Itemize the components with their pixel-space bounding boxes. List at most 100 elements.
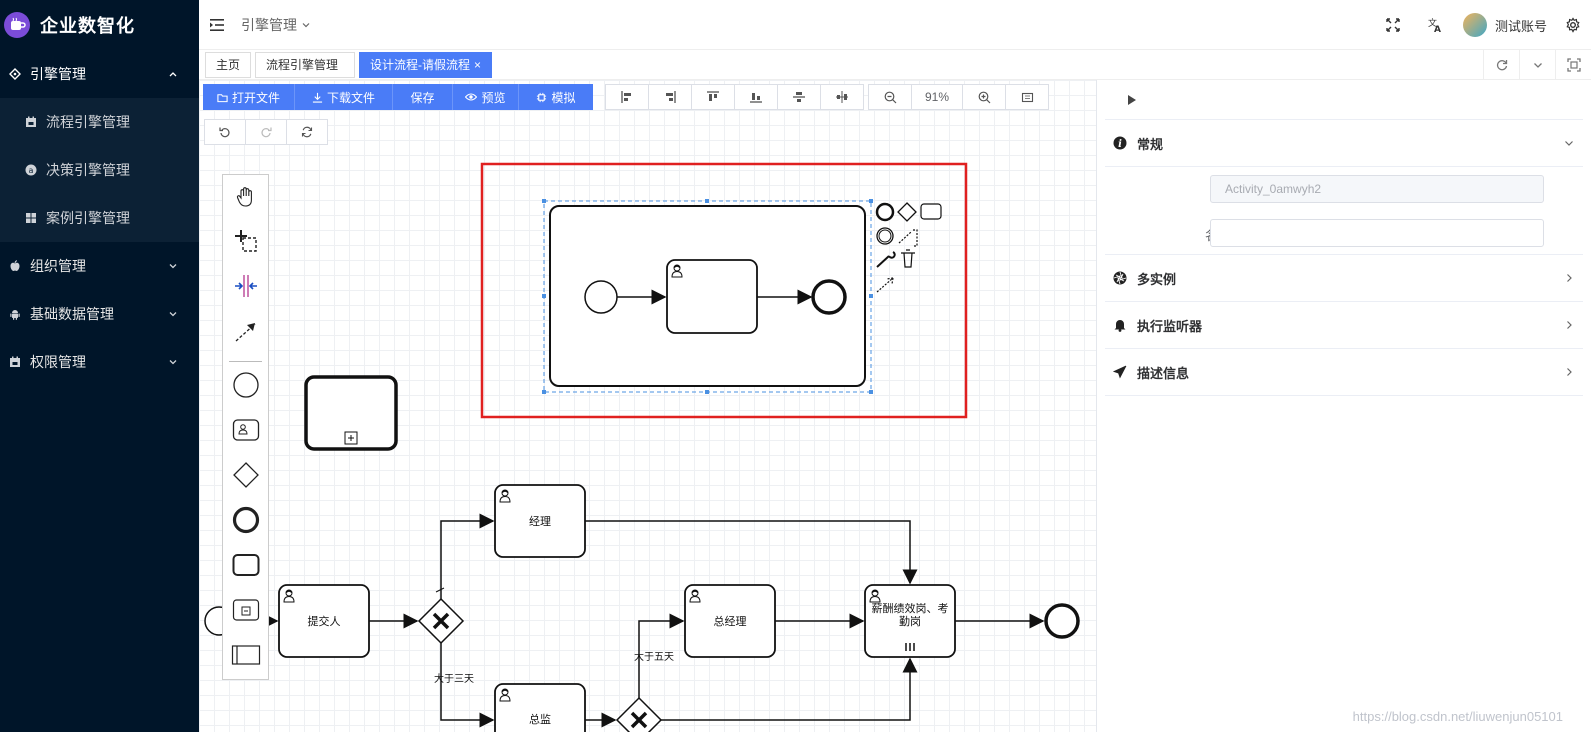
align-bottom-icon[interactable] [734,84,778,110]
username[interactable]: 测试账号 [1494,18,1547,34]
append-gateway-icon[interactable] [897,202,917,222]
collapse-menu-icon[interactable] [209,17,225,33]
bpmn-canvas[interactable]: 打开文件 下载文件 保存 预览 模拟 91% [199,80,1096,732]
save-button[interactable]: 保存 [393,84,453,110]
preview-button[interactable]: 预览 [453,84,519,110]
calendar-icon [8,355,22,369]
zoom-toolbar: 91% [868,84,1049,110]
form-row-name: 名称 [1105,211,1583,255]
open-file-label: 打开文件 [231,90,280,105]
section-description[interactable]: 描述信息 [1105,349,1583,396]
hand-tool-icon[interactable] [223,177,268,217]
flow-label: 大于五天 [634,650,674,663]
caret-right-icon[interactable] [1127,94,1137,106]
form-row-id: ID [1105,167,1583,211]
fullscreen-icon[interactable] [1375,7,1411,43]
end-event-icon[interactable] [223,500,268,540]
global-connect-icon[interactable] [223,311,268,351]
gateway-icon[interactable] [223,455,268,495]
chevron-down-icon[interactable] [1519,50,1555,80]
avatar[interactable] [1462,13,1487,37]
chevron-down-icon [169,312,177,317]
sidebar-item-label: 决策引擎管理 [46,162,130,178]
panel-toggle[interactable] [1105,80,1583,120]
start-event-icon[interactable] [223,365,268,405]
end-event[interactable] [811,279,847,315]
preview-label: 预览 [481,90,506,105]
tab-home[interactable]: 主页 [205,52,252,78]
fit-viewport-icon[interactable] [1005,84,1049,110]
append-end-event-icon[interactable] [875,202,895,222]
palette-divider [229,361,262,362]
history-toolbar [204,119,328,145]
sidebar-item-decision-engine[interactable]: a 决策引擎管理 [0,146,199,194]
task-hr-label-box: 薪酬绩效岗、考勤岗 [871,603,949,628]
pool-icon[interactable] [223,635,268,675]
section-general[interactable]: i 常规 [1105,120,1583,167]
chip-icon [537,92,547,102]
open-file-button[interactable]: 打开文件 [203,84,295,110]
start-event[interactable] [584,280,618,314]
connect-icon[interactable] [876,277,894,293]
align-center-icon[interactable] [820,84,864,110]
circle-badge-icon: a [24,163,38,177]
annotation-icon[interactable] [898,229,918,247]
tab-label: 设计流程-请假流程 [370,58,470,72]
task-label: 总经理 [714,614,747,628]
sidebar-item-base-data[interactable]: 基础数据管理 [0,290,199,338]
id-field[interactable] [1210,175,1544,203]
simulate-label: 模拟 [551,90,576,105]
lasso-tool-icon[interactable] [223,221,268,261]
maximize-icon[interactable] [1555,50,1591,80]
user-task[interactable] [666,259,758,334]
wrench-icon[interactable] [876,251,896,268]
task-label: 薪酬绩效岗、考勤岗 [871,603,949,628]
task-icon[interactable] [223,545,268,585]
download-file-button[interactable]: 下载文件 [295,84,393,110]
context-pad[interactable] [875,202,942,293]
space-tool-icon[interactable] [223,266,268,306]
exclusive-gateway[interactable] [615,696,663,732]
sidebar-item-label: 引擎管理 [30,66,86,82]
reset-icon[interactable] [286,119,328,145]
tab-process-engine[interactable]: 流程引擎管理 [255,52,355,78]
collapsed-subprocess[interactable] [304,375,398,451]
align-left-icon[interactable] [605,84,649,110]
chevron-right-icon [1567,274,1572,282]
properties-panel: i 常规 ID 名称 多实例 执行监听器 描述信息 [1096,80,1591,732]
save-label: 保存 [410,90,435,105]
zoom-out-icon[interactable] [868,84,912,110]
android-icon [8,307,22,321]
sidebar-item-organization[interactable]: 组织管理 [0,242,199,290]
section-listener[interactable]: 执行监听器 [1105,302,1583,349]
align-top-icon[interactable] [691,84,735,110]
trash-icon[interactable] [901,249,915,268]
user-task-icon[interactable] [223,410,268,450]
chevron-down-icon [169,264,177,269]
sidebar-item-case-engine[interactable]: 案例引擎管理 [0,194,199,242]
section-multi-instance[interactable]: 多实例 [1105,255,1583,302]
subprocess-icon[interactable] [223,590,268,630]
align-toolbar [605,84,864,110]
send-icon [1113,365,1127,379]
end-event[interactable] [1044,603,1080,639]
tab-design-process[interactable]: 设计流程-请假流程 × [359,52,493,78]
sidebar-item-permissions[interactable]: 权限管理 [0,338,199,386]
section-title: 常规 [1137,136,1164,152]
simulate-button[interactable]: 模拟 [519,84,593,110]
align-right-icon[interactable] [648,84,692,110]
breadcrumb[interactable]: 引擎管理 [241,15,311,35]
gear-icon[interactable] [1555,7,1591,43]
sidebar-item-engine[interactable]: 引擎管理 [0,50,199,98]
coffee-logo-icon [4,12,30,38]
sidebar-item-process-engine[interactable]: 流程引擎管理 [0,98,199,146]
refresh-icon[interactable] [1483,50,1519,80]
section-title: 描述信息 [1137,365,1190,381]
name-field[interactable] [1210,219,1544,247]
redo-icon[interactable] [245,119,287,145]
append-task-icon[interactable] [920,203,942,220]
folder-icon [217,93,228,102]
breadcrumb-label: 引擎管理 [241,16,297,33]
close-icon[interactable]: × [474,58,482,72]
